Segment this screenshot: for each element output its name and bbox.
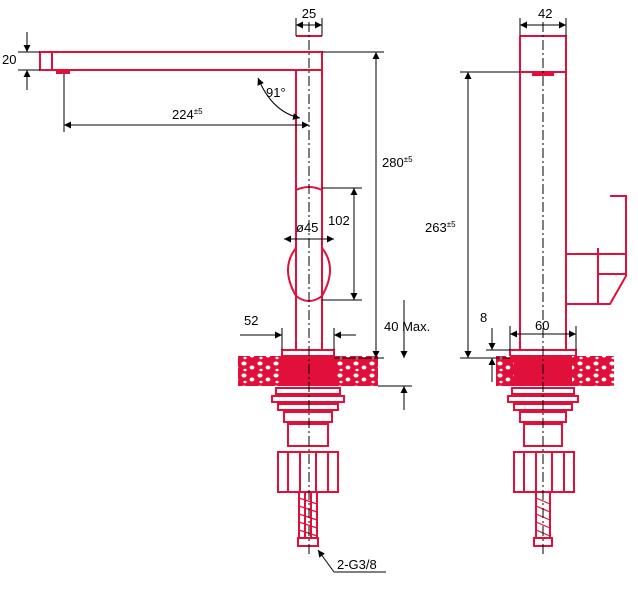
side-lever: [565, 248, 627, 305]
side-dim-base-width: 60: [535, 318, 549, 333]
washer-2: [271, 395, 345, 403]
hose-2: [310, 491, 318, 539]
side-aerator: [532, 72, 554, 76]
side-dimensions: [460, 18, 577, 382]
dim-handle-diameter: ø45: [296, 220, 318, 235]
countertop-right: [336, 356, 378, 386]
dim-spout-angle: 91°: [266, 85, 286, 100]
dim-reach-tolerance: ±5: [194, 107, 203, 116]
countertop-left: [238, 356, 280, 386]
side-fixing-nut: [513, 451, 575, 493]
hose-braid: [298, 497, 318, 537]
front-dimensions: [18, 18, 412, 573]
dim-height-value: 280: [382, 155, 404, 170]
side-countertop-left: [496, 356, 514, 386]
side-dim-height-value: 263: [425, 220, 447, 235]
side-dim-height-tolerance: ±5: [447, 220, 456, 229]
fixing-nut: [277, 451, 339, 493]
base-escutcheon: [281, 349, 335, 357]
lock-nut: [283, 411, 333, 423]
side-countertop-right: [572, 356, 614, 386]
dim-height: 280±5: [382, 155, 413, 170]
side-dim-top-width: 42: [538, 6, 552, 21]
washer-1: [275, 387, 341, 395]
dim-height-tolerance: ±5: [404, 155, 413, 164]
mounting-shank: [280, 356, 336, 386]
dim-counter-max: 40 Max.: [384, 319, 430, 334]
dim-handle-height: 102: [328, 213, 350, 228]
handle-keyhole: [287, 186, 331, 302]
dim-base-diameter: 52: [244, 313, 258, 328]
washer-3: [277, 403, 339, 411]
side-lever-arm: [598, 195, 627, 305]
hose-fitting: [297, 537, 319, 547]
dim-top-width: 25: [302, 6, 316, 21]
side-dim-height: 263±5: [425, 220, 456, 235]
shank-sleeve: [287, 423, 329, 447]
connection-label: 2-G3/8: [337, 557, 377, 572]
dim-reach-value: 224: [172, 107, 194, 122]
spout-outline: [39, 51, 323, 71]
side-view: [496, 35, 627, 547]
front-view: [39, 35, 378, 547]
side-dim-base-height: 8: [480, 310, 487, 325]
dim-reach: 224±5: [172, 107, 203, 122]
aerator: [56, 70, 70, 74]
dim-spout-thickness: 20: [2, 52, 16, 67]
